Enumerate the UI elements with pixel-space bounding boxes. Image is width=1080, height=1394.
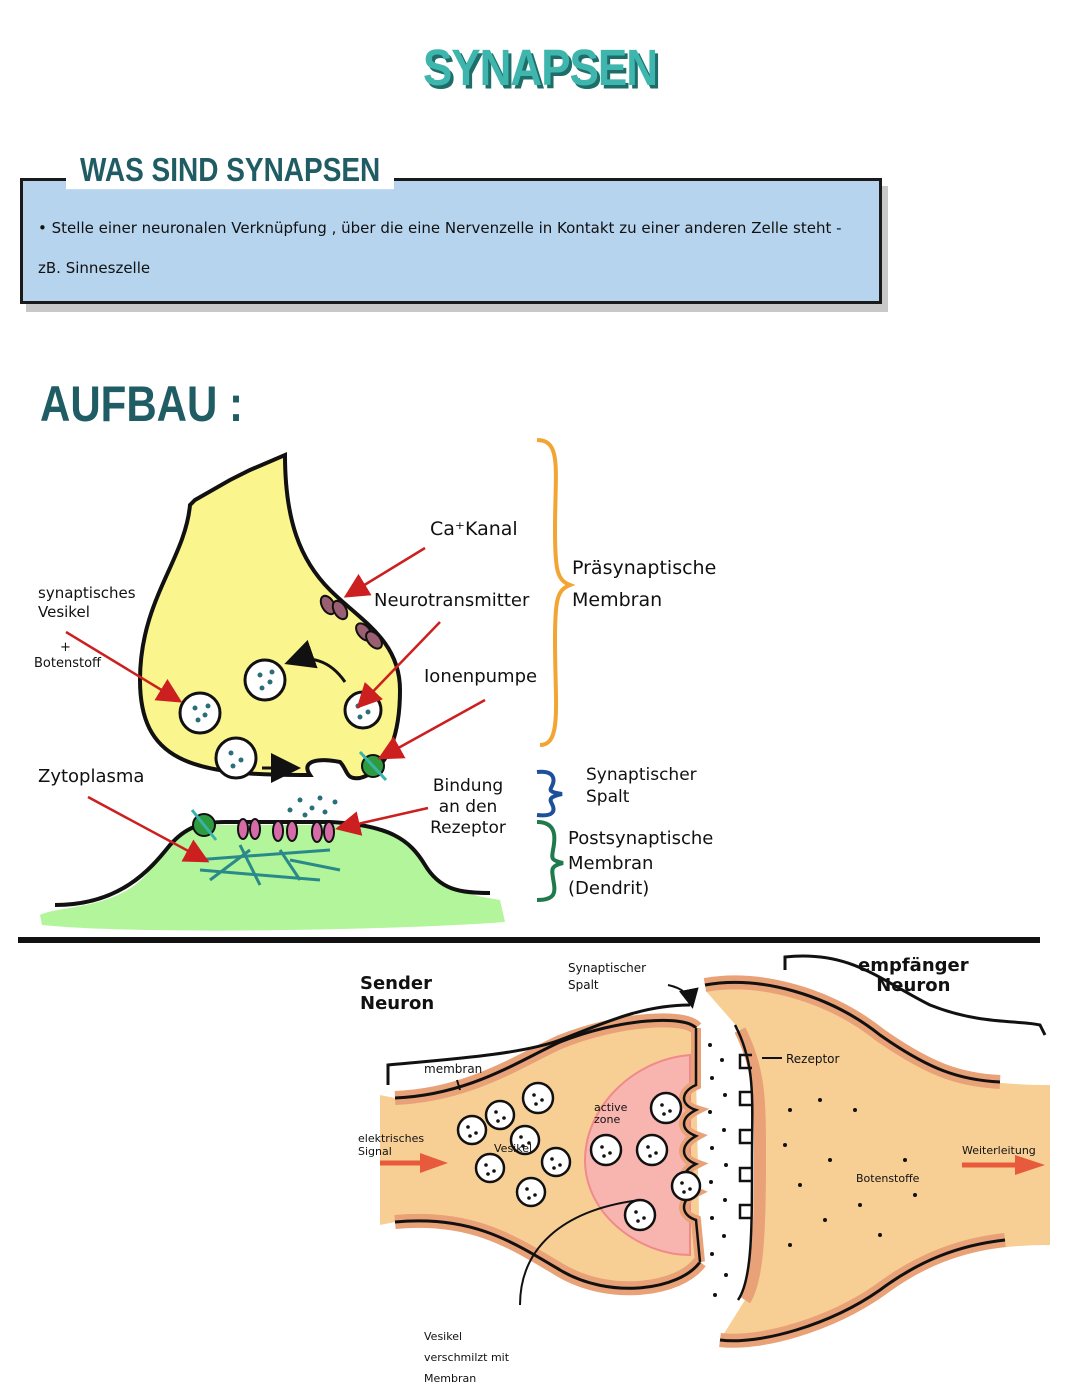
definition-text: • Stelle einer neuronalen Verknüpfung , …	[38, 208, 868, 288]
label-spalt: Synaptischer Spalt	[586, 765, 697, 807]
brace-praesynaptisch	[536, 438, 576, 747]
definition-heading: WAS SIND SYNAPSEN	[66, 150, 395, 190]
botenstoff-dots	[783, 1098, 917, 1247]
label-ca-kanal: Ca⁺Kanal	[430, 518, 518, 540]
cytoskeleton	[194, 844, 341, 886]
label-vesikel-lower: Vesikel	[494, 1142, 533, 1155]
postsynaptic-dendrite	[40, 825, 505, 931]
label-praesynaptische: Präsynaptische Membran	[572, 557, 717, 611]
aufbau-heading: AUFBAU :	[40, 375, 243, 432]
label-vesikel-fusion: Vesikel verschmilzt mit Membran	[424, 1330, 510, 1385]
neurotransmitter-dots	[287, 795, 338, 818]
ion-pump	[190, 750, 388, 841]
brace-postsynaptisch	[536, 820, 564, 902]
label-synaptischer-spalt: Synaptischer Spalt	[568, 961, 647, 992]
label-ionenpumpe: Ionenpumpe	[424, 666, 538, 687]
label-weiterleitung: Weiterleitung	[962, 1144, 1036, 1157]
signal-arrow-out	[962, 1155, 1045, 1175]
label-bindung: Bindung an den Rezeptor	[430, 776, 506, 838]
label-rezeptor: Rezeptor	[786, 1052, 840, 1066]
bullet-icon: •	[38, 219, 47, 237]
label-sender-neuron: Sender Neuron	[360, 973, 435, 1014]
label-empfaenger-neuron: empfänger Neuron	[858, 955, 969, 996]
label-botenstoff: Botenstoff	[34, 656, 101, 671]
definition-box	[20, 178, 882, 304]
definition-body: Stelle einer neuronalen Verknüpfung , üb…	[38, 219, 842, 277]
brace-spalt	[536, 769, 563, 818]
label-zytoplasma: Zytoplasma	[38, 766, 145, 787]
receptor-bumps	[738, 1053, 752, 1220]
label-membran: membran	[424, 1062, 483, 1076]
signal-arrow-in	[380, 1153, 448, 1173]
cleft-dots	[708, 1043, 728, 1297]
label-active-zone: active zone	[594, 1101, 628, 1126]
vesicles-lower	[456, 1081, 702, 1232]
presynaptic-terminal	[137, 451, 403, 781]
label-postsynaptische: Postsynaptische Membran (Dendrit)	[568, 828, 714, 899]
ca-channel	[319, 594, 383, 650]
page-title: SYNAPSEN	[422, 40, 658, 97]
label-botenstoffe: Botenstoffe	[856, 1172, 920, 1185]
label-elektrisches-signal: elektrisches Signal	[358, 1132, 425, 1158]
receptors	[237, 818, 335, 843]
label-neurotransmitter: Neurotransmitter	[374, 590, 530, 611]
synaptic-vesicles	[178, 658, 383, 780]
label-plus: +	[60, 640, 71, 655]
label-vesikel: synaptisches Vesikel	[38, 584, 136, 621]
